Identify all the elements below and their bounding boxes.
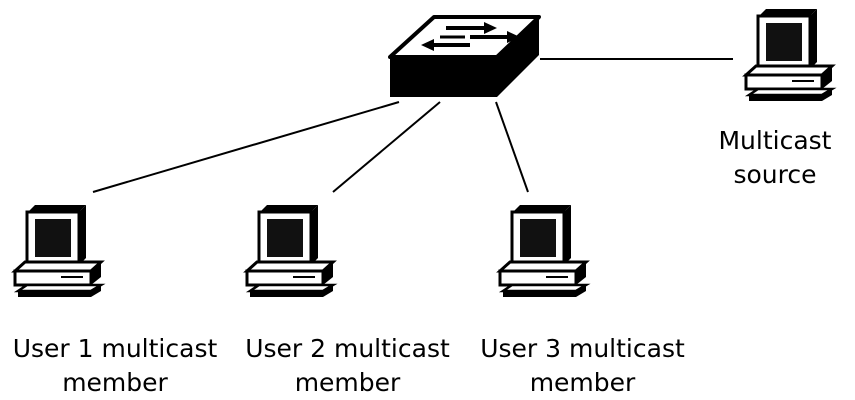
link-switch-user2 — [332, 101, 441, 193]
user2-label: User 2 multicast member — [245, 334, 450, 397]
link-switch-user1 — [92, 101, 400, 193]
network-switch-icon — [388, 15, 541, 97]
multicast-source-computer-icon — [744, 7, 834, 103]
user1-label: User 1 multicast member — [12, 334, 218, 397]
user2-computer-icon — [245, 203, 335, 299]
multicast-source-label: Multicast source — [718, 126, 832, 189]
user3-label: User 3 multicast member — [480, 334, 685, 397]
user1-computer-icon — [13, 203, 103, 299]
user3-computer-icon — [498, 203, 588, 299]
link-switch-user3 — [495, 101, 529, 193]
link-lines — [92, 58, 733, 193]
